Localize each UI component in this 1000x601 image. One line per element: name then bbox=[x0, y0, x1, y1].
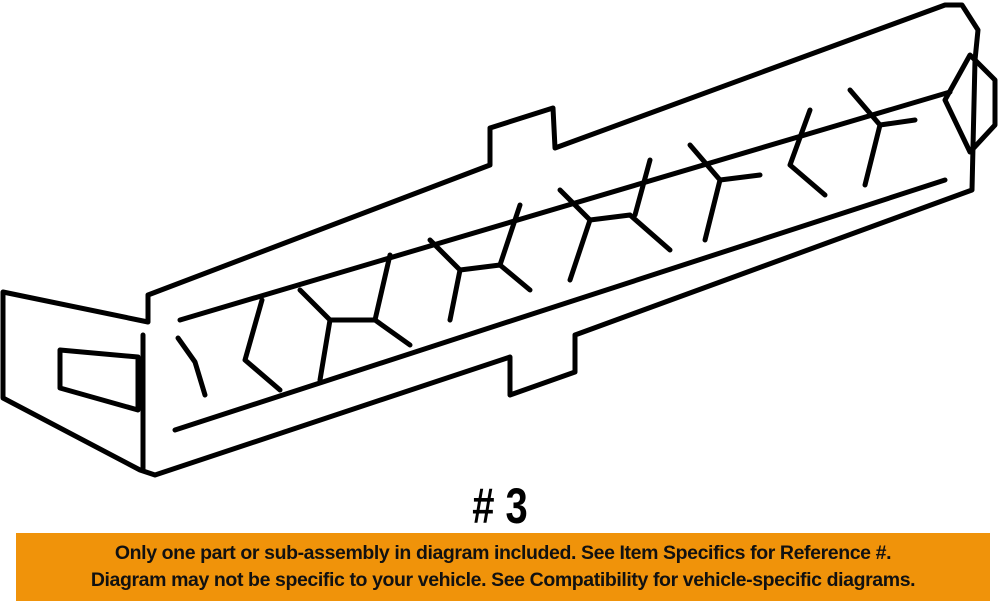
disclaimer-line-1: Only one part or sub-assembly in diagram… bbox=[114, 542, 892, 564]
disclaimer-banner: Only one part or sub-assembly in diagram… bbox=[16, 533, 990, 601]
disclaimer-line-2: Diagram may not be specific to your vehi… bbox=[90, 569, 916, 591]
part-outline bbox=[0, 2, 998, 478]
rib-pattern bbox=[175, 87, 918, 398]
reference-number: # 3 bbox=[472, 478, 528, 534]
